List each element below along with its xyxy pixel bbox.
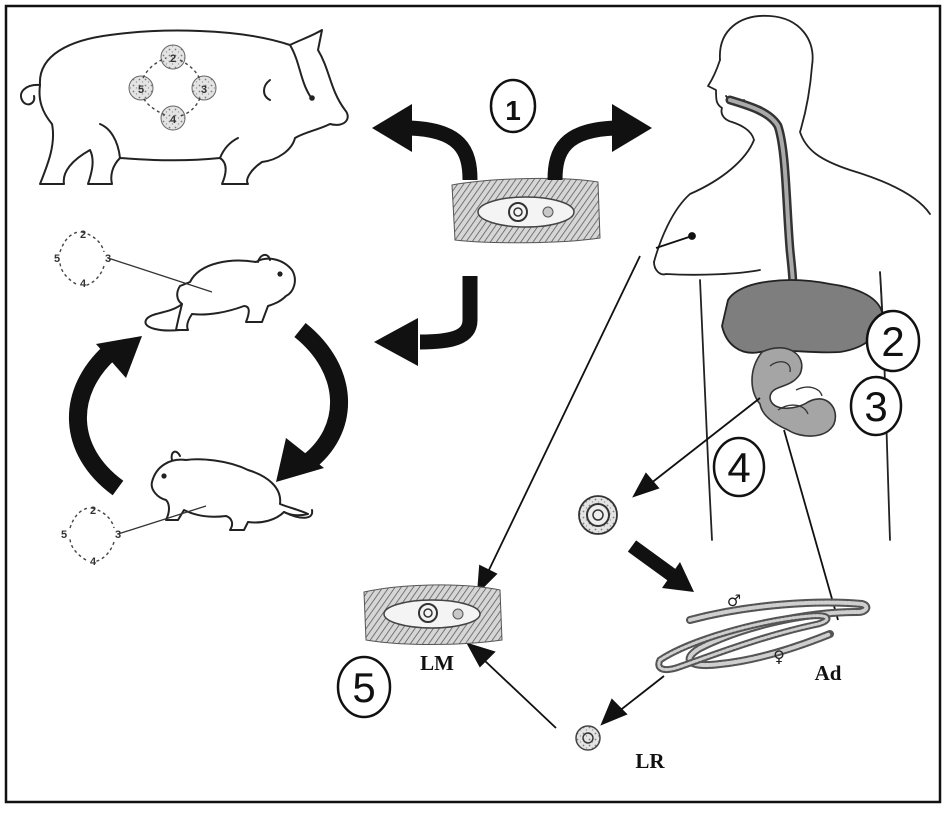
- rat-bottom-stage-2: 2: [90, 505, 96, 517]
- pig-stage-2: 2: [170, 53, 176, 65]
- stage-4-label: 4: [727, 444, 750, 491]
- stage-3-marker: 3: [851, 377, 901, 435]
- rat-top-stage-5: 5: [54, 253, 60, 265]
- diagram-frame: [6, 6, 940, 802]
- male-symbol: ♂: [727, 591, 741, 610]
- newborn-larva-icon: [576, 726, 600, 750]
- rat-top-stage-4: 4: [80, 278, 87, 290]
- stage-2-label: 2: [881, 318, 904, 365]
- stage-1-label: 1: [505, 95, 521, 126]
- rat-top-stage-2: 2: [80, 229, 86, 241]
- lm-label: LM: [420, 651, 454, 675]
- ad-label: Ad: [815, 661, 842, 685]
- pig-stage-4: 4: [170, 114, 177, 126]
- pig-stage-3: 3: [201, 84, 207, 96]
- rat-bottom-stage-3: 3: [115, 529, 121, 541]
- stage-3-label: 3: [864, 383, 887, 430]
- rat-top-stage-3: 3: [105, 253, 111, 265]
- muscle-tissue-icon: [452, 178, 600, 242]
- rat-bottom-stage-4: 4: [90, 556, 97, 568]
- liver-stomach: [722, 280, 882, 353]
- larva-icon: [579, 496, 617, 534]
- stage-1-marker: 1: [491, 80, 535, 132]
- stage-4-marker: 4: [714, 438, 764, 496]
- pig-stage-5: 5: [138, 84, 144, 96]
- stage-5-label: 5: [352, 664, 375, 711]
- stage-2-marker: 2: [867, 311, 919, 371]
- female-symbol: ♀: [773, 647, 785, 666]
- lr-label: LR: [635, 749, 665, 773]
- muscle-tissue-lm-icon: [364, 585, 502, 645]
- rat-bottom-stage-5: 5: [61, 529, 67, 541]
- stage-5-marker: 5: [338, 657, 390, 717]
